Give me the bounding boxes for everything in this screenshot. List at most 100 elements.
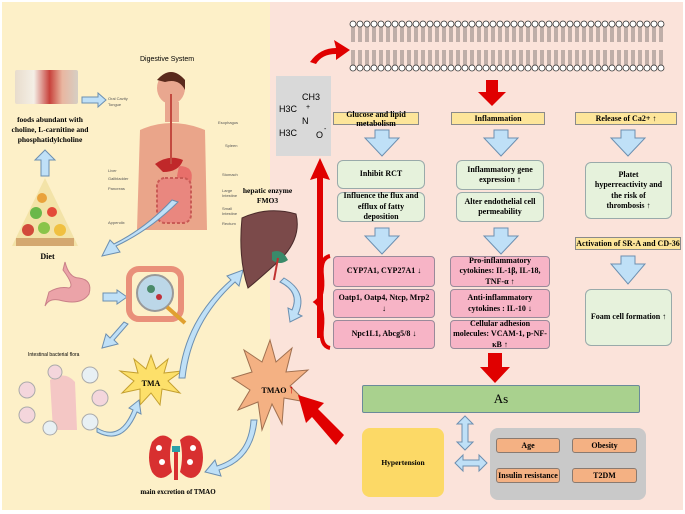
molecule-minus: - [324,126,327,133]
phospholipid-head [524,20,532,28]
effect-inhibit-rct: Inhibit RCT [337,160,425,189]
organ-label-oral: Oral Cavity [108,96,128,101]
factor-age: Age [496,438,560,453]
phospholipid-head [657,64,665,72]
phospholipid-head [650,64,658,72]
effect-platelet: Platet hyperreactivity and the risk of t… [585,162,672,219]
digestive-system-illustration [137,72,207,230]
phospholipid-head [573,20,581,28]
tmao-starburst [230,338,310,432]
phospholipid-head [433,64,441,72]
stomach-illustration [44,261,91,307]
phospholipid-head [559,20,567,28]
phospholipid-head [426,64,434,72]
phospholipid-head [405,20,413,28]
phospholipid-head [377,20,385,28]
red-brace [312,254,331,350]
phospholipid-head [636,20,644,28]
phospholipid-head [412,20,420,28]
phospholipid-head [398,20,406,28]
phospholipid-head [587,20,595,28]
phospholipid-head [412,64,420,72]
phospholipid-head [636,64,644,72]
cell-membrane-illustration [349,20,665,72]
organ-label-rectum: Rectum [222,221,236,226]
down-arrow-col2-a [482,129,520,157]
down-arrow-col1-a [363,129,401,157]
phospholipid-head [398,64,406,72]
organ-label-small-intestine: Small Intestine [222,206,238,216]
organ-label-stomach: Stomach [222,172,238,177]
marker-pro-inflammatory: Pro-inflammatory cytokines: IL-1β, IL-18… [450,256,550,287]
phospholipid-head [517,64,525,72]
phospholipid-head [349,64,357,72]
phospholipid-head [622,64,630,72]
marker-oatp: Oatp1, Oatp4, Ntcp, Mrp2 ↓ [333,289,435,318]
marker-adhesion: Cellular adhesion molecules: VCAM-1, p-N… [450,319,550,349]
down-arrow-col3-a [609,129,647,157]
phospholipid-head [629,64,637,72]
tmao-molecule-box: CH3 H3C + N H3C O - [276,76,331,156]
marker-cyp7a1: CYP7A1, CYP27A1 ↓ [333,256,435,287]
arrow-up-diet [33,149,57,177]
header-sr-a-cd36: Activation of SR-A and CD-36 [575,237,681,250]
kidney-illustration [149,435,203,480]
phospholipid-head [447,20,455,28]
organ-label-pancreas: Pancreas [108,186,125,191]
molecule-o: O [316,130,324,140]
molecule-n: N [302,116,309,126]
phospholipid-head [419,64,427,72]
phospholipid-head [363,20,371,28]
phospholipid-head [496,64,504,72]
header-glucose-lipid: Glucose and lipid metabolism [333,110,419,128]
phospholipid-head [601,64,609,72]
phospholipid-head [454,64,462,72]
factor-insulin-resistance: Insulin resistance [496,468,560,483]
phospholipid-head [524,64,532,72]
double-arrow-horizontal [454,453,488,473]
phospholipid-head [615,20,623,28]
red-arrow-down-to-as [480,353,510,383]
phospholipid-head [461,64,469,72]
phospholipid-head [601,20,609,28]
effect-fatty-deposition: Influence the flux and efflux of fatty d… [337,191,425,222]
effect-foam-cell: Foam cell formation ↑ [585,289,672,346]
phospholipid-head [384,20,392,28]
red-arrow-up-to-molecule [310,158,330,338]
phospholipid-head [391,64,399,72]
diet-label: Diet [40,252,55,261]
phospholipid-head [454,20,462,28]
phospholipid-head [370,20,378,28]
phospholipid-head [531,20,539,28]
header-calcium: Release of Ca2+ ↑ [575,112,677,125]
phospholipid-head [538,20,546,28]
marker-anti-inflammatory: Anti-inflammatory cytokines : IL-10 ↓ [450,289,550,318]
phospholipid-head [440,64,448,72]
liver-label: hepatic enzyme FMO3 [242,186,293,206]
red-arrow-risk-to-tmao [298,395,344,445]
phospholipid-head [468,20,476,28]
phospholipid-head [405,64,413,72]
phospholipid-head [622,20,630,28]
phospholipid-head [510,20,518,28]
food-image [15,70,78,104]
organ-label-spleen: Spleen [225,143,238,148]
tmao-up-arrow: ↑ [288,382,295,396]
phospholipid-head [363,64,371,72]
flora-label: Intestinal bacterial flora [28,352,80,358]
factor-obesity: Obesity [572,438,637,453]
phospholipid-head [615,64,623,72]
phospholipid-head [559,64,567,72]
liver-illustration [240,210,298,289]
phospholipid-head [377,64,385,72]
arrow-liver-to-tmao [279,277,304,323]
phospholipid-head [643,20,651,28]
phospholipid-head [461,20,469,28]
phospholipid-head [482,64,490,72]
double-arrow-vertical [455,415,475,451]
tma-label: TMA [141,379,161,388]
organ-label-gallbladder: Gallbladder [108,176,129,181]
phospholipid-head [503,20,511,28]
phospholipid-head [545,64,553,72]
phospholipid-head [433,20,441,28]
